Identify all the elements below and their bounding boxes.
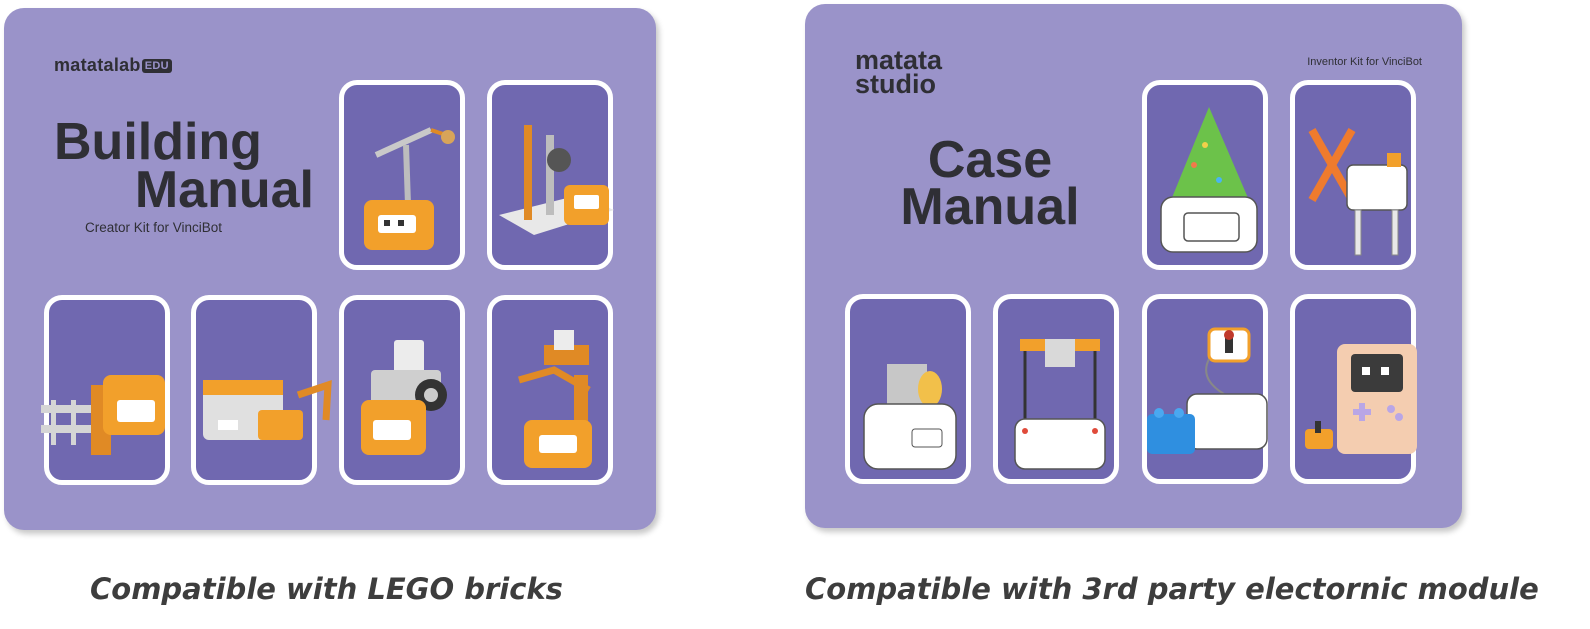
inventor-kit-label: Inventor Kit for VinciBot [1307,56,1422,68]
handheld-console-model-icon [1305,344,1417,454]
tile-wheel-robot [339,295,465,485]
tile-swing [845,294,971,484]
ladder-truck-model-icon [41,375,165,455]
creator-kit-subtitle: Creator Kit for VinciBot [85,220,223,235]
case-manual-cover: matata studio Inventor Kit for VinciBot … [805,4,1462,528]
tile-handheld-console [1290,294,1417,484]
matata-studio-logo: matata studio [855,45,943,99]
tile-cage [993,294,1119,484]
tile-grabber-arm [487,295,613,485]
joystick-module-model-icon [1147,327,1268,454]
tile-windmill [1290,80,1416,270]
tile-joystick-module [1142,294,1268,484]
case-manual-title: Case Manual [900,131,1080,236]
building-manual-title: Building Manual [54,113,314,219]
crane-lift-model-icon [499,125,614,235]
wheel-robot-model-icon [361,340,447,455]
tile-ladder-truck [41,295,170,485]
tile-robot-arm [339,80,465,270]
tile-crane-lift [487,80,614,270]
christmas-tree-model-icon [1160,107,1258,253]
robot-arm-model-icon [364,127,455,250]
lego-compatibility-caption: Compatible with LEGO bricks [90,572,563,606]
electronic-module-compatibility-caption: Compatible with 3rd party electornic mod… [805,572,1539,606]
windmill-model-icon [1308,128,1408,256]
tile-claw-car [191,295,332,485]
swing-model-icon [863,364,957,470]
grabber-arm-model-icon [518,330,592,468]
claw-car-model-icon [203,380,332,440]
cage-model-icon [1014,339,1106,470]
tile-christmas-tree [1142,80,1268,270]
